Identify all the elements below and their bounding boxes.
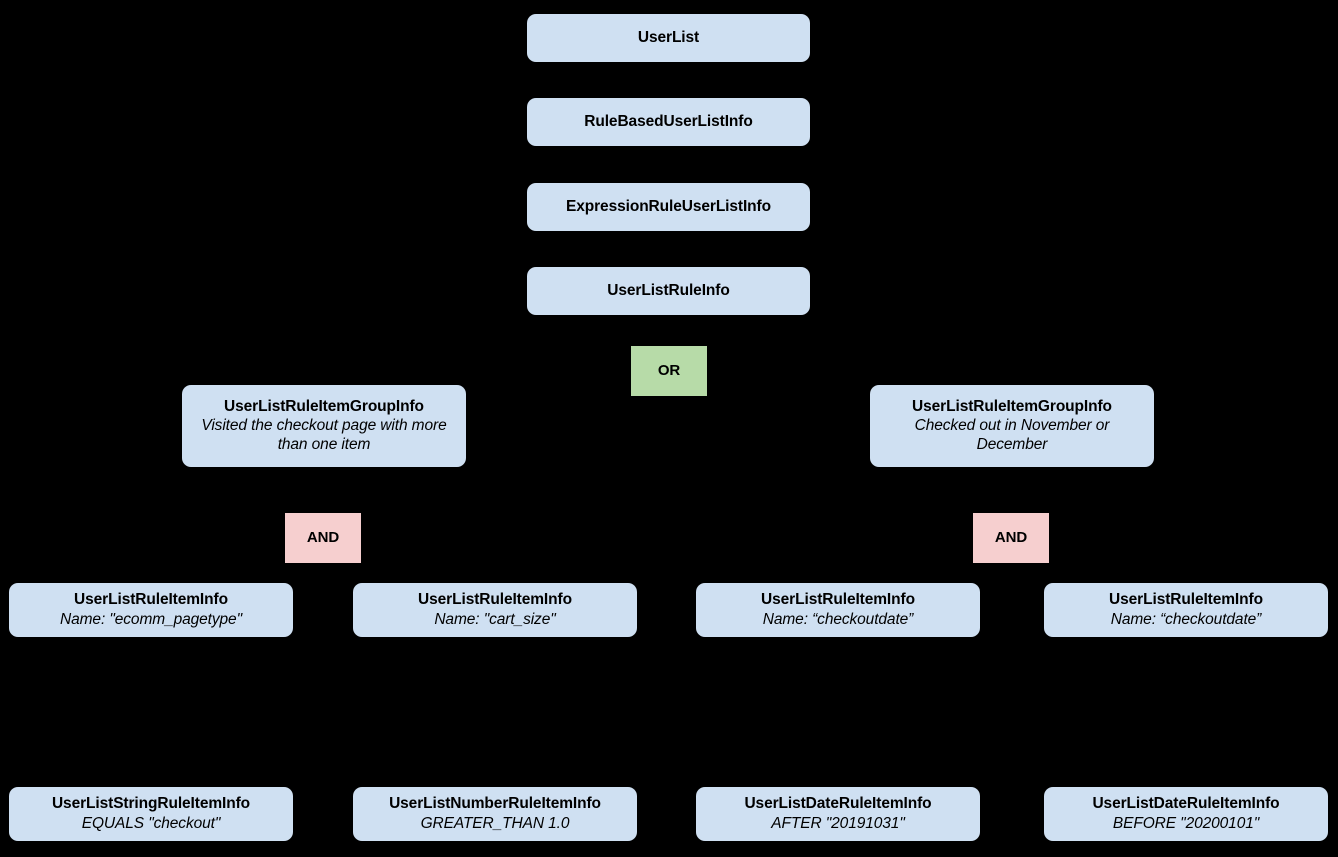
node-leaf-date-rule-item-before[interactable]: UserListDateRuleItemInfo BEFORE "2020010… (1044, 787, 1328, 841)
node-title: UserListNumberRuleItemInfo (389, 795, 601, 813)
edge-or-to-group-right (668, 370, 1012, 372)
edge-item-1-drop (150, 563, 152, 583)
edge-item-2-drop (494, 563, 496, 583)
node-rule-item-1[interactable]: UserListRuleItemInfo Name: "ecomm_pagety… (9, 583, 293, 637)
edge-expressionrule-to-ruleinfo (668, 231, 670, 267)
node-subtitle: Name: “checkoutdate” (1110, 610, 1262, 628)
edge-and-left-to-item-1 (151, 563, 323, 565)
node-title: UserListRuleInfo (607, 281, 730, 299)
edge-item-4-drop (1185, 563, 1187, 583)
edge-item-4-to-leaf-4 (1185, 637, 1187, 787)
node-title: UserListRuleItemInfo (74, 591, 228, 609)
node-subtitle: Name: "ecomm_pagetype" (60, 610, 242, 628)
node-subtitle: BEFORE "20200101" (1112, 814, 1260, 832)
edge-group-right-to-and (1010, 467, 1012, 513)
node-title: UserListRuleItemInfo (1109, 591, 1263, 609)
node-subtitle: GREATER_THAN 1.0 (420, 814, 570, 832)
node-subtitle: Visited the checkout page with more than… (201, 417, 447, 453)
edge-item-3-drop (837, 563, 839, 583)
edge-and-left-to-item-2 (322, 563, 496, 565)
node-leaf-date-rule-item-after[interactable]: UserListDateRuleItemInfo AFTER "20191031… (696, 787, 980, 841)
node-userlist[interactable]: UserList (527, 14, 810, 62)
node-subtitle: Name: "cart_size" (434, 610, 556, 628)
edge-item-1-to-leaf-1 (150, 637, 152, 787)
node-title: UserListRuleItemGroupInfo (224, 397, 424, 415)
edge-userlist-to-rulebased (668, 62, 670, 98)
node-subtitle: AFTER "20191031" (771, 814, 905, 832)
node-title: UserListDateRuleItemInfo (1092, 795, 1280, 813)
edge-item-2-to-leaf-2 (494, 637, 496, 787)
node-title: UserListRuleItemInfo (418, 591, 572, 609)
edge-rulebased-to-expressionrule (668, 146, 670, 183)
node-or-operator[interactable]: OR (631, 346, 707, 396)
edge-and-right-to-item-3 (838, 563, 1011, 565)
node-rule-item-3[interactable]: UserListRuleItemInfo Name: “checkoutdate… (696, 583, 980, 637)
edge-or-to-group-left (324, 370, 669, 372)
node-group-right[interactable]: UserListRuleItemGroupInfo Checked out in… (870, 385, 1154, 467)
operator-label: AND (306, 529, 340, 547)
node-title: UserListStringRuleItemInfo (51, 795, 251, 813)
node-title: UserList (637, 28, 700, 46)
node-title: ExpressionRuleUserListInfo (566, 197, 771, 215)
edge-ruleinfo-to-or (668, 315, 670, 346)
node-title: RuleBasedUserListInfo (584, 112, 753, 130)
edge-and-right-to-item-4 (1010, 563, 1187, 565)
node-rule-item-2[interactable]: UserListRuleItemInfo Name: "cart_size" (353, 583, 637, 637)
node-expressionruleuserlistinfo[interactable]: ExpressionRuleUserListInfo (527, 183, 810, 231)
node-subtitle: Name: “checkoutdate” (762, 610, 914, 628)
node-and-operator-right[interactable]: AND (973, 513, 1049, 563)
node-leaf-number-rule-item[interactable]: UserListNumberRuleItemInfo GREATER_THAN … (353, 787, 637, 841)
node-rulebaseduserlistinfo[interactable]: RuleBasedUserListInfo (527, 98, 810, 146)
node-title: UserListRuleItemInfo (761, 591, 915, 609)
node-leaf-string-rule-item[interactable]: UserListStringRuleItemInfo EQUALS "check… (9, 787, 293, 841)
node-subtitle: EQUALS "checkout" (81, 814, 221, 832)
operator-label: AND (994, 529, 1028, 547)
edge-group-left-to-and (322, 467, 324, 513)
node-title: UserListRuleItemGroupInfo (912, 397, 1112, 415)
node-userlistruleinfo[interactable]: UserListRuleInfo (527, 267, 810, 315)
edge-item-3-to-leaf-3 (837, 637, 839, 787)
node-title: UserListDateRuleItemInfo (744, 795, 932, 813)
node-subtitle: Checked out in November or December (914, 417, 1110, 453)
node-group-left[interactable]: UserListRuleItemGroupInfo Visited the ch… (182, 385, 466, 467)
operator-label: OR (657, 362, 681, 380)
node-rule-item-4[interactable]: UserListRuleItemInfo Name: “checkoutdate… (1044, 583, 1328, 637)
node-and-operator-left[interactable]: AND (285, 513, 361, 563)
